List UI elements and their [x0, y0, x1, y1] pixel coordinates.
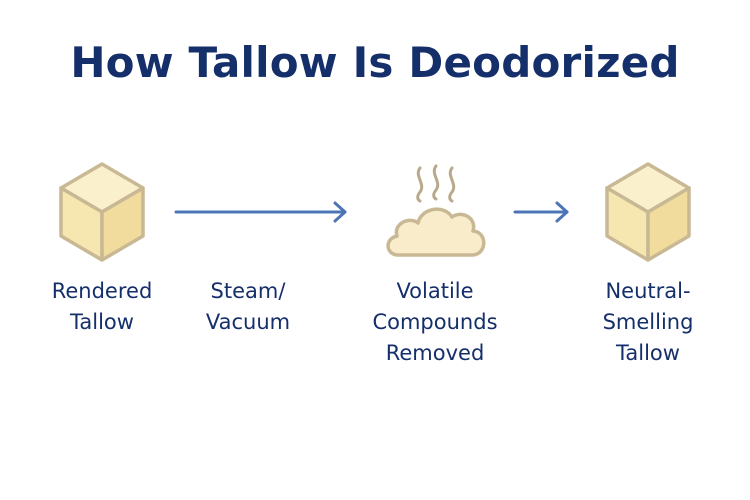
volatile-cloud-icon: [386, 207, 486, 257]
steam-wisps-icon: [416, 164, 456, 203]
step-label-volatile-compounds: Volatile Compounds Removed: [372, 279, 498, 365]
neutral-tallow-cube-icon: [605, 162, 691, 262]
rendered-tallow-cube-icon: [59, 162, 145, 262]
step-label-neutral-tallow: Neutral- Smelling Tallow: [602, 279, 694, 365]
step-label-rendered-tallow: Rendered Tallow: [51, 279, 153, 334]
diagram-title: How Tallow Is Deodorized: [70, 38, 680, 87]
output-arrow-icon: [513, 201, 569, 223]
step-label-steam-vacuum: Steam/ Vacuum: [205, 279, 291, 334]
steam-vacuum-arrow-icon: [174, 201, 347, 223]
